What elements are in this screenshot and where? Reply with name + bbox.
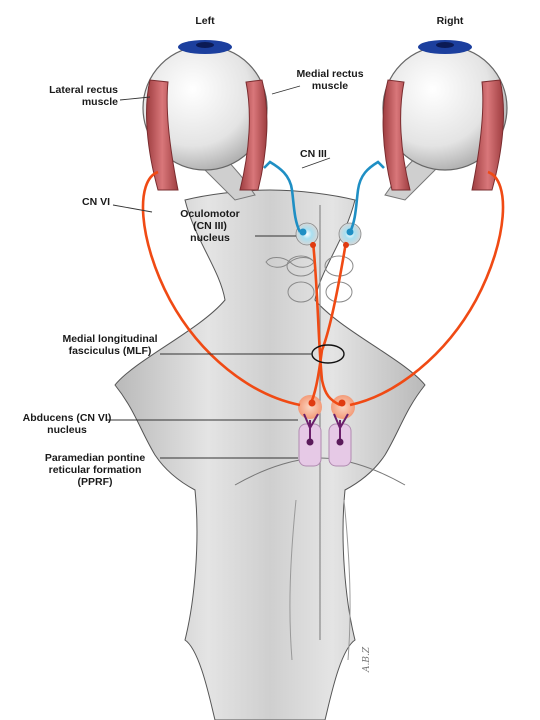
brainstem [114, 189, 426, 720]
left-inferior-colliculus [287, 281, 315, 303]
left-mlf-pathway [311, 241, 341, 407]
right-cn-iii-nerve [348, 160, 385, 233]
left-oculomotor-nucleus [295, 222, 319, 246]
left-abducens-nucleus [298, 395, 322, 419]
right-mlf-pathway [308, 241, 348, 406]
left-mlf-dot [310, 242, 316, 248]
cn-iii-label: CN III [300, 148, 327, 160]
abducens-nucleus-label: Abducens (CN VI)nucleus [22, 412, 112, 436]
left-lateral-rectus-muscle [146, 79, 179, 191]
right-medial-rectus-muscle [382, 79, 411, 191]
right-pupil [436, 42, 454, 48]
brainstem-body [114, 189, 426, 720]
right-cn-vi-nerve [349, 170, 505, 407]
left-pupil [196, 42, 214, 48]
right-pprf-dot [336, 438, 344, 446]
right-colliculus [324, 255, 354, 277]
leader-lines [106, 85, 331, 459]
right-mlf-dot [343, 242, 349, 248]
right-eye [382, 40, 508, 201]
right-side-label: Right [436, 15, 464, 27]
left-cn-iii-nerve [263, 160, 302, 233]
right-pprf-pathway [333, 413, 349, 440]
artist-signature: A.B.Z [362, 646, 372, 672]
right-abducens-nucleus [331, 395, 355, 419]
left-pprf-pathway [303, 413, 319, 440]
right-lateral-rectus-muscle [471, 79, 504, 191]
right-abducens-dot [338, 399, 346, 407]
medulla-groove-left [289, 499, 297, 661]
oculomotor-nucleus-label: Oculomotor(CN III)nucleus [180, 208, 240, 244]
left-medial-rectus-muscle [239, 79, 268, 191]
left-abducens-dot [308, 399, 316, 407]
left-pprf-dot [306, 438, 314, 446]
left-eye [142, 40, 268, 201]
medulla-groove-right [343, 499, 351, 661]
left-cn-vi-nerve [141, 170, 301, 407]
left-side-label: Left [195, 15, 215, 27]
left-oculomotor-dot [299, 228, 307, 236]
cn-vi-label: CN VI [82, 196, 111, 208]
right-oculomotor-dot [346, 228, 354, 236]
